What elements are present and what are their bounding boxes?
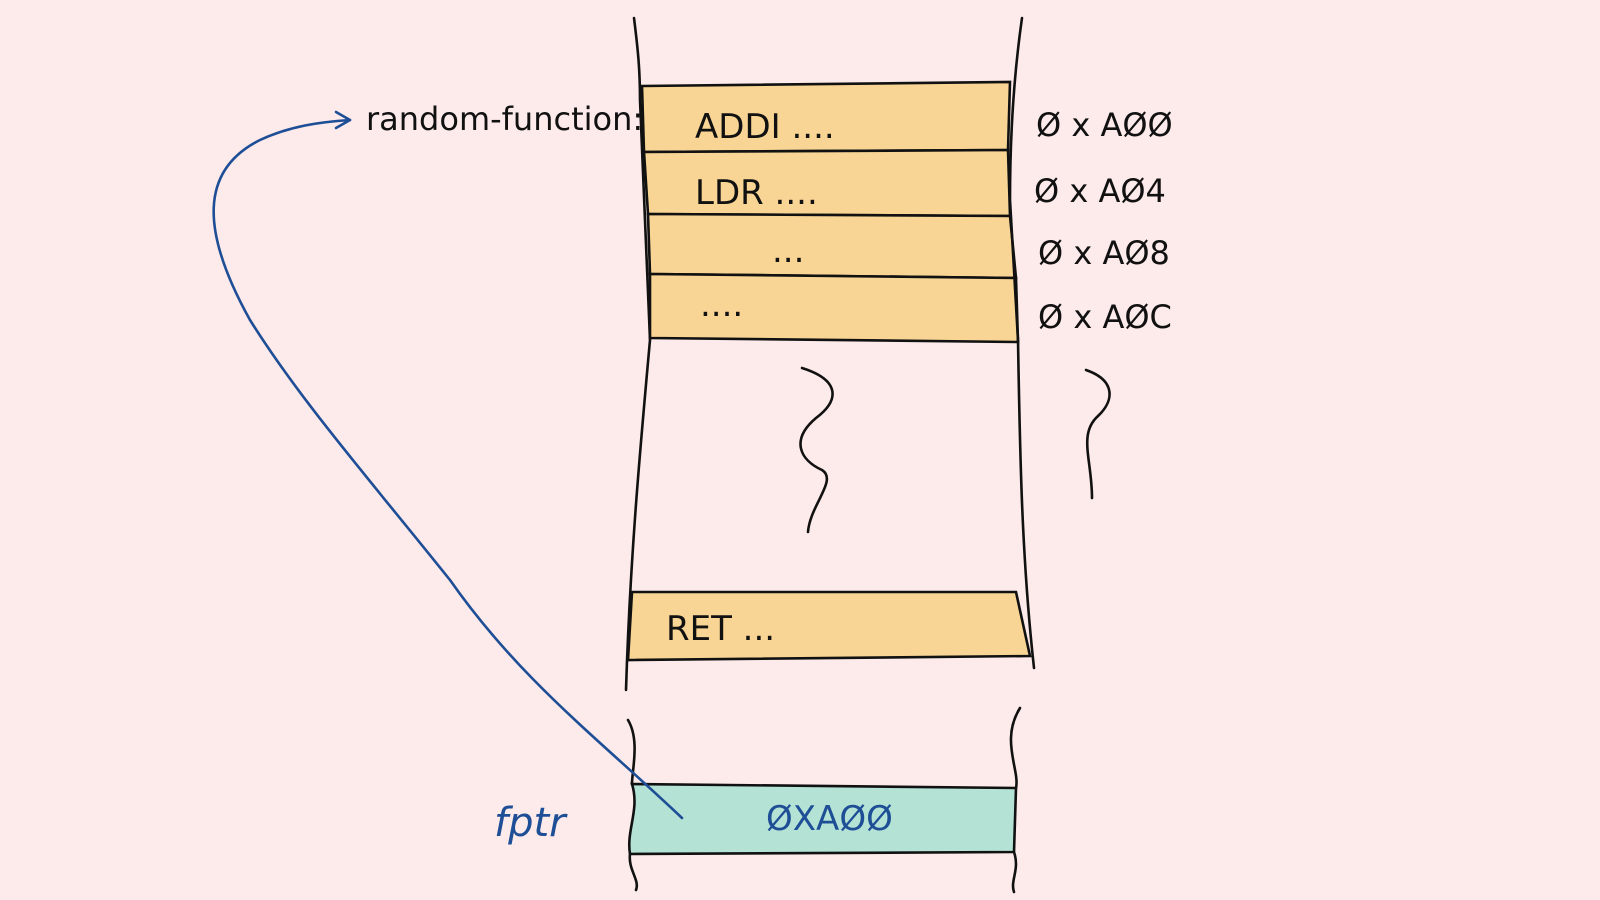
ret-row — [626, 590, 1032, 662]
pointer-cell: ØXAØØ fptr — [494, 706, 1022, 894]
function-label: random-function: — [366, 100, 643, 138]
instructions: ADDI .... LDR .... ... .... RET ... — [666, 107, 835, 649]
arrowhead-icon — [334, 110, 352, 130]
memory-column — [624, 16, 1111, 692]
address-label: Ø x AØ4 — [1034, 172, 1166, 210]
address-omission-squiggle — [1084, 368, 1111, 500]
pointer-label: fptr — [494, 800, 568, 846]
pointer-value: ØXAØØ — [766, 799, 893, 839]
instruction-row-3 — [646, 212, 1018, 280]
ret-instruction-text: RET ... — [666, 609, 775, 649]
instruction-text: .... — [700, 285, 743, 325]
instruction-text: ADDI .... — [695, 107, 835, 147]
memory-left-edge — [624, 16, 652, 692]
pointer-left-edge — [626, 718, 639, 892]
pointer-right-edge — [1009, 706, 1022, 894]
instruction-text: ... — [772, 231, 804, 271]
instruction-text: LDR .... — [695, 173, 818, 213]
pointer-box — [627, 782, 1018, 856]
memory-right-edge — [1008, 16, 1036, 670]
omission-squiggle — [799, 366, 834, 534]
address-label: Ø x AØØ — [1036, 106, 1173, 144]
address-label: Ø x AØ8 — [1038, 234, 1170, 272]
addresses: Ø x AØØ Ø x AØ4 Ø x AØ8 Ø x AØC — [1034, 106, 1173, 336]
address-label: Ø x AØC — [1038, 298, 1172, 336]
pointer-arrow — [212, 118, 684, 820]
